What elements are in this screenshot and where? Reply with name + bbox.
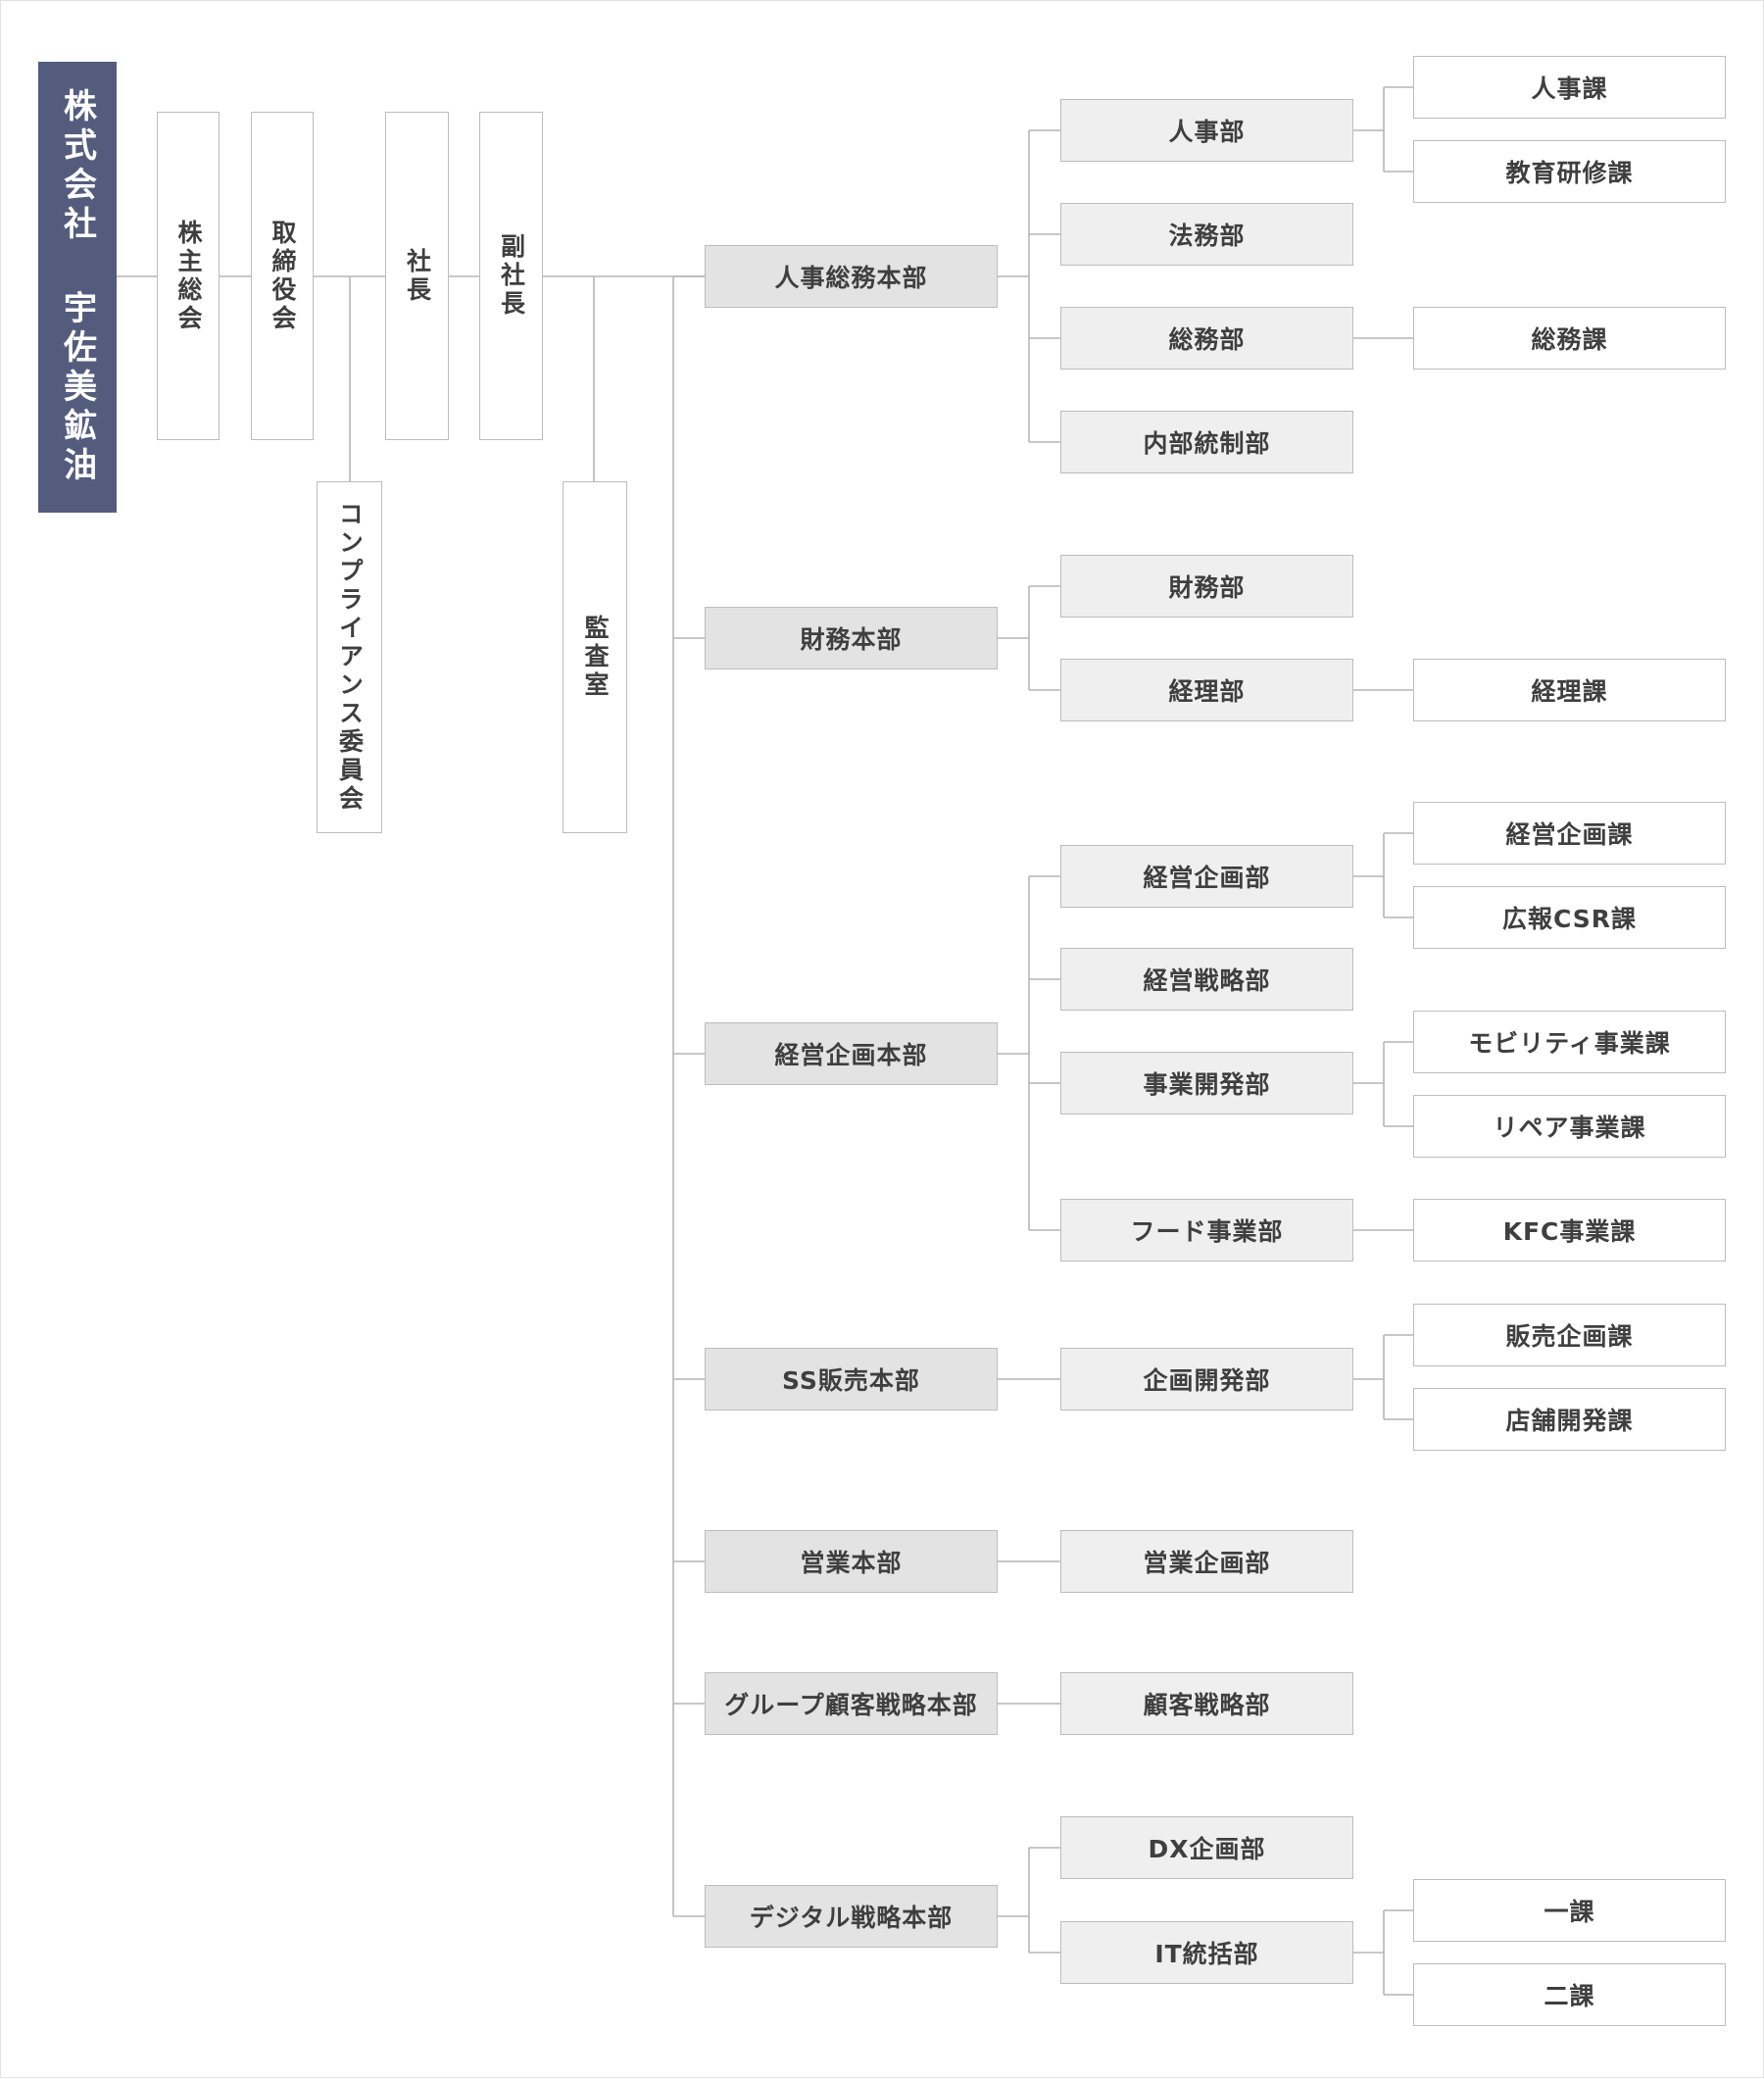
department-box: 企画開発部 [1060,1348,1353,1411]
section-box: 人事課 [1413,56,1726,119]
department-box: 法務部 [1060,203,1353,266]
section-box: KFC事業課 [1413,1199,1726,1262]
division-box: 財務本部 [705,607,998,669]
department-box: 顧客戦略部 [1060,1672,1353,1735]
department-box: フード事業部 [1060,1199,1353,1262]
division-box: SS販売本部 [705,1348,998,1411]
department-box: 経営戦略部 [1060,948,1353,1011]
department-box: 財務部 [1060,555,1353,618]
shareholders-meeting-box: 株主総会 [157,112,220,440]
audit-office-box: 監査室 [563,481,627,833]
department-box: 総務部 [1060,307,1353,370]
division-box: デジタル戦略本部 [705,1885,998,1948]
section-box: 二課 [1413,1963,1726,2026]
compliance-committee-box: コンプライアンス委員会 [317,481,382,833]
division-box: グループ顧客戦略本部 [705,1672,998,1735]
division-box: 人事総務本部 [705,245,998,308]
president-box: 社長 [385,112,449,440]
section-box: 一課 [1413,1879,1726,1942]
department-box: 人事部 [1060,99,1353,162]
section-box: 経理課 [1413,659,1726,721]
vice-president-box: 副社長 [479,112,543,440]
section-box: 販売企画課 [1413,1304,1726,1366]
section-box: 店舗開発課 [1413,1388,1726,1451]
department-box: 経営企画部 [1060,845,1353,908]
section-box: 教育研修課 [1413,140,1726,203]
section-box: 広報CSR課 [1413,886,1726,949]
section-box: 総務課 [1413,307,1726,370]
division-box: 経営企画本部 [705,1022,998,1085]
department-box: 経理部 [1060,659,1353,721]
section-box: モビリティ事業課 [1413,1011,1726,1073]
department-box: 内部統制部 [1060,411,1353,473]
department-box: DX企画部 [1060,1816,1353,1879]
section-box: 経営企画課 [1413,802,1726,865]
department-box: IT統括部 [1060,1921,1353,1984]
department-box: 営業企画部 [1060,1530,1353,1593]
board-of-directors-box: 取締役会 [251,112,314,440]
company-box: 株式会社 宇佐美鉱油 [38,62,117,513]
division-box: 営業本部 [705,1530,998,1593]
department-box: 事業開発部 [1060,1052,1353,1114]
section-box: リペア事業課 [1413,1095,1726,1158]
